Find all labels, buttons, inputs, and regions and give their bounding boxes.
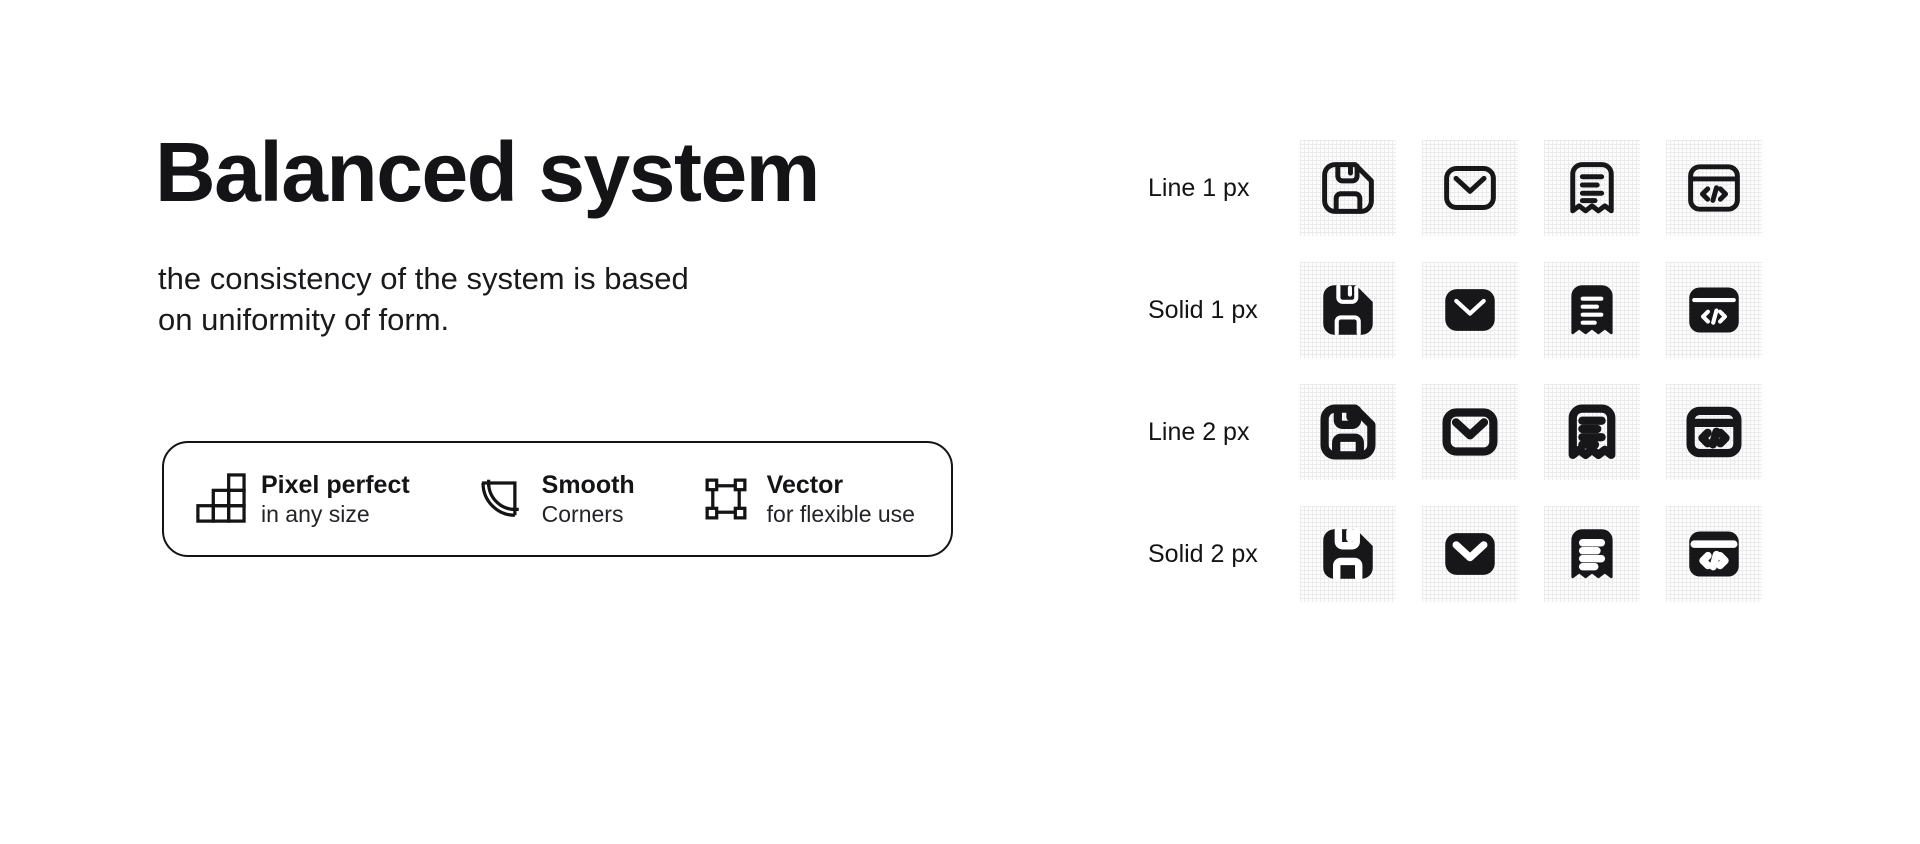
icon-tile <box>1666 384 1762 480</box>
page-subtitle: the consistency of the system is based o… <box>158 258 689 340</box>
grid-row-line-1px: Line 1 px <box>1148 140 1762 236</box>
page-title: Balanced system <box>155 125 820 219</box>
feature-text: Smooth Corners <box>542 470 635 529</box>
receipt-icon <box>1559 521 1625 587</box>
mail-icon <box>1437 521 1503 587</box>
mail-icon <box>1437 277 1503 343</box>
smooth-corner-icon <box>481 479 519 517</box>
icon-tile <box>1300 506 1396 602</box>
code-window-icon <box>1681 521 1747 587</box>
feature-box: Pixel perfect in any size Smooth Corners <box>162 441 953 557</box>
receipt-icon <box>1559 155 1625 221</box>
icon-tile <box>1666 506 1762 602</box>
save-icon <box>1315 155 1381 221</box>
vector-frame-icon <box>705 478 747 520</box>
grid-row-solid-1px: Solid 1 px <box>1148 262 1762 358</box>
tile-group <box>1300 506 1762 602</box>
icon-tile <box>1544 384 1640 480</box>
icon-tile <box>1422 384 1518 480</box>
feature-text: Vector for flexible use <box>767 470 915 529</box>
code-window-icon <box>1681 277 1747 343</box>
tile-group <box>1300 384 1762 480</box>
save-icon <box>1315 521 1381 587</box>
mail-icon <box>1437 155 1503 221</box>
tile-group <box>1300 262 1762 358</box>
icon-tile <box>1544 140 1640 236</box>
code-window-icon <box>1681 399 1747 465</box>
icon-tile <box>1300 140 1396 236</box>
subtitle-line: on uniformity of form. <box>158 302 450 337</box>
feature-title: Pixel perfect <box>261 470 410 499</box>
icon-tile <box>1300 262 1396 358</box>
receipt-icon <box>1559 277 1625 343</box>
mail-icon <box>1437 399 1503 465</box>
feature-pixel-perfect: Pixel perfect in any size <box>194 470 410 529</box>
subtitle-line: the consistency of the system is based <box>158 261 689 296</box>
feature-smooth-corners: Smooth Corners <box>475 470 635 529</box>
icon-style-grid: Line 1 px Solid 1 px Line 2 px Solid 2 p… <box>1148 140 1762 602</box>
grid-row-solid-2px: Solid 2 px <box>1148 506 1762 602</box>
feature-subtitle: Corners <box>541 500 624 527</box>
icon-tile <box>1544 262 1640 358</box>
feature-title: Smooth <box>541 470 635 499</box>
tile-group <box>1300 140 1762 236</box>
icon-tile <box>1300 384 1396 480</box>
grid-row-line-2px: Line 2 px <box>1148 384 1762 480</box>
feature-subtitle: for flexible use <box>766 500 915 527</box>
icon-tile <box>1666 140 1762 236</box>
icon-tile <box>1422 140 1518 236</box>
row-label: Solid 1 px <box>1148 295 1258 324</box>
code-window-icon <box>1681 155 1747 221</box>
row-label: Solid 2 px <box>1148 539 1258 568</box>
save-icon <box>1315 399 1381 465</box>
icon-tile <box>1666 262 1762 358</box>
row-label: Line 2 px <box>1148 417 1250 446</box>
feature-vector: Vector for flexible use <box>700 470 915 529</box>
feature-text: Pixel perfect in any size <box>261 470 410 529</box>
icon-tile <box>1422 506 1518 602</box>
icon-tile <box>1544 506 1640 602</box>
row-label: Line 1 px <box>1148 173 1250 202</box>
feature-title: Vector <box>766 470 844 499</box>
feature-subtitle: in any size <box>261 500 370 527</box>
pixel-grid-icon <box>196 473 246 523</box>
save-icon <box>1315 277 1381 343</box>
icon-tile <box>1422 262 1518 358</box>
receipt-icon <box>1559 399 1625 465</box>
